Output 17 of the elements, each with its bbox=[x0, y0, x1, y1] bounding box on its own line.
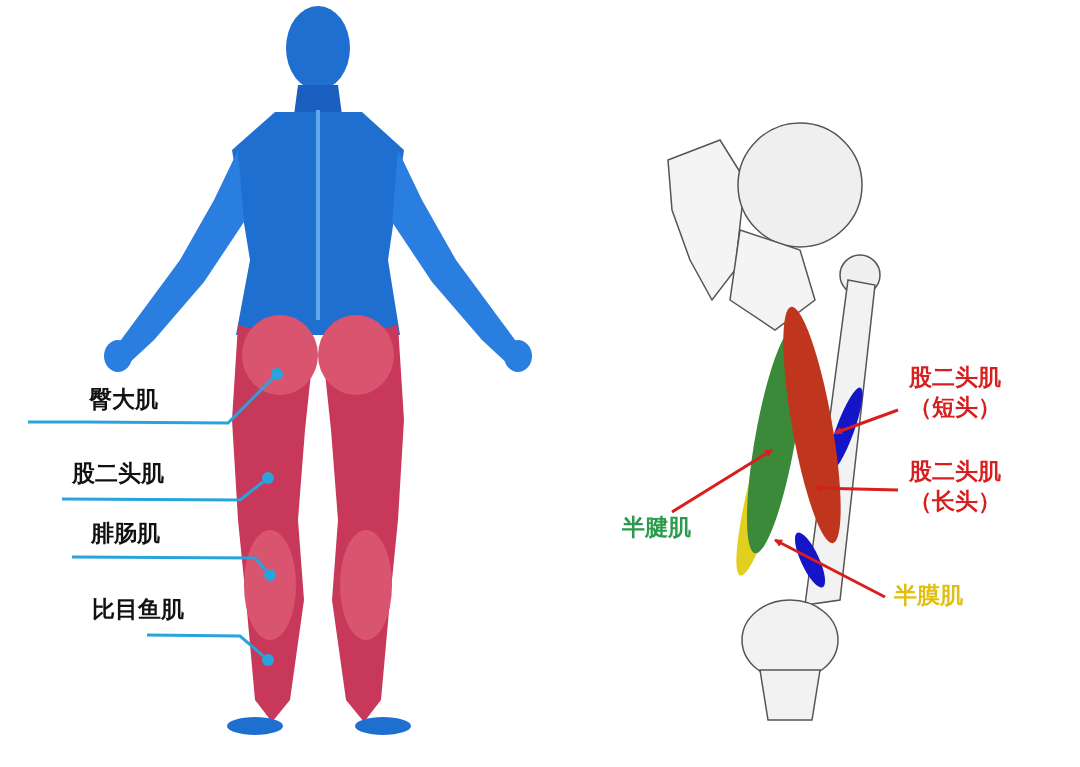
muscle-label: （短头） bbox=[908, 393, 1002, 422]
muscle-label: 半腱肌 bbox=[620, 513, 692, 542]
arrow bbox=[834, 408, 899, 435]
muscle-label: 股二头肌 bbox=[908, 457, 1002, 486]
muscle-label: 臀大肌 bbox=[87, 385, 159, 414]
muscle-label: 比目鱼肌 bbox=[91, 595, 185, 624]
muscle-label: 半膜肌 bbox=[892, 581, 964, 610]
arrow bbox=[671, 448, 773, 514]
leader-line bbox=[72, 555, 268, 572]
muscle-label: 股二头肌 bbox=[71, 459, 165, 488]
leader-line bbox=[26, 376, 275, 425]
leader-line bbox=[62, 480, 265, 502]
muscle-label: （长头） bbox=[908, 487, 1002, 516]
arrow bbox=[814, 484, 899, 493]
arrow bbox=[774, 538, 886, 599]
muscle-label: 腓肠肌 bbox=[89, 519, 161, 548]
muscle-label: 股二头肌 bbox=[908, 363, 1002, 392]
